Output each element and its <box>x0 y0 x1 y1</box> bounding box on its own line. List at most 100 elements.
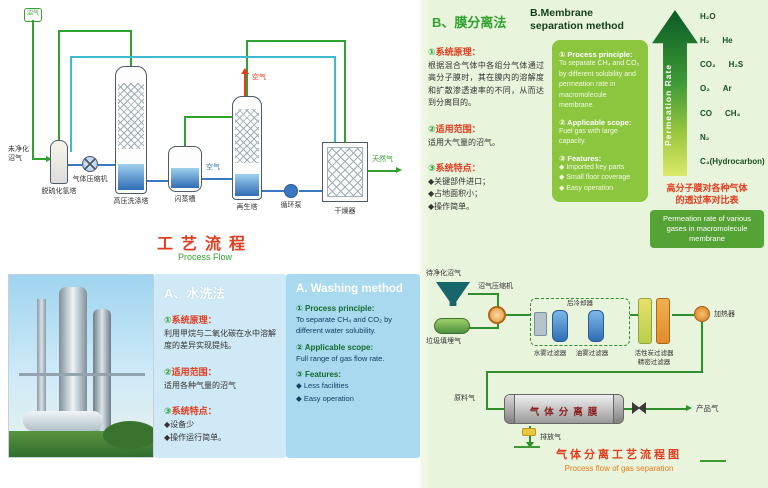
tower-packing <box>118 83 144 149</box>
heater-icon <box>694 306 710 322</box>
dryer-vessel <box>322 142 368 202</box>
membrane-zh-features: ③系统特点： ◆关键部件进口； ◆占地面积小； ◆操作简单。 <box>428 158 544 213</box>
pipe <box>147 180 168 182</box>
title-accent-line <box>700 460 726 462</box>
pipe <box>98 164 115 166</box>
section-heading: ① Process principle: <box>296 304 375 313</box>
section-body: 根据混合气体中各组分气体通过高分子膜时，其在膜内的溶解度和扩散渗透速率的不同，从… <box>428 61 544 108</box>
section-heading: 系统特点： <box>435 162 481 173</box>
membrane-title-zh: B、膜分离法 <box>432 15 507 30</box>
pipe <box>202 178 232 180</box>
air-blue-label: 空气 <box>206 164 220 171</box>
aftercooler-label: 后冷却器 <box>567 300 593 307</box>
feature-item: ◆操作简单。 <box>428 201 475 211</box>
gas-row: H₂O <box>700 12 766 21</box>
photo-bush <box>103 421 153 449</box>
gas-label: CO <box>700 108 712 118</box>
washing-section: A、水洗法 ①系统原理： 利用甲烷与二氧化碳在水中溶解度的差异实现提纯。 ②适用… <box>0 270 420 488</box>
pipe <box>262 190 284 192</box>
section-number: ① <box>428 47 436 57</box>
vent-arrow-icon <box>526 442 534 448</box>
circulation-pump-icon <box>284 184 298 198</box>
pipe <box>506 314 530 316</box>
oil-mist-filter-label: 油雾过滤器 <box>575 350 609 357</box>
photo-pipe-rack <box>19 373 145 376</box>
process-flow-panel: 沼气 未净化 沼气 脱硫化氢塔 气体压缩机 高压洗涤塔 闪蒸槽 空气 空气 再生… <box>0 0 420 270</box>
pipe <box>299 190 322 192</box>
gas-row: H₂ He <box>700 36 766 45</box>
plant-photo <box>8 274 154 458</box>
pipe <box>468 327 498 329</box>
tank-liquid <box>171 168 199 188</box>
fine-filter-label: 精密过滤器 <box>637 359 671 366</box>
gas-label: CH₄ <box>725 108 741 118</box>
air-arrow-icon <box>241 68 249 74</box>
section-heading: 系统特点： <box>171 406 217 417</box>
section-number: ② <box>164 366 172 377</box>
section-number: ② <box>428 123 436 134</box>
separation-flow-title-en: Process flow of gas separation <box>564 464 674 473</box>
section-body: Full range of gas flow rate. <box>296 353 385 363</box>
washing-zh-principle: ①系统原理： 利用甲烷与二氧化碳在水中溶解度的差异实现提纯。 <box>164 310 276 353</box>
section-heading: 系统原理： <box>435 47 481 57</box>
pipe <box>344 40 346 142</box>
pipe <box>672 314 694 316</box>
biogas-source-box: 沼气 <box>24 8 42 22</box>
permeation-axis-label: Permeation Rate <box>663 63 673 147</box>
flow-arrow-icon <box>46 156 52 162</box>
section-heading: ② Applicable scope: <box>296 342 374 352</box>
gas-label: H₂S <box>728 60 744 70</box>
section-heading: 系统原理： <box>171 315 217 325</box>
section-number: ③ <box>164 406 172 417</box>
pipe <box>58 30 131 32</box>
landfill-gas-tank <box>434 318 470 334</box>
gas-row: CO CH₄ <box>700 109 766 118</box>
pipe <box>70 56 72 152</box>
regeneration-tower-vessel <box>232 96 262 200</box>
gas-label: O₂ <box>700 84 710 94</box>
heater-label: 加热器 <box>714 311 735 318</box>
photo-column <box>37 299 46 431</box>
pipe <box>646 408 686 410</box>
photo-tower-main <box>59 287 87 431</box>
water-mist-filter-label: 水雾过滤器 <box>533 350 567 357</box>
section-heading: ① Process principle: <box>559 50 633 59</box>
vent-silencer-icon <box>522 428 536 436</box>
section-body: To separate CH₄ and CO₂ by different sol… <box>559 60 640 109</box>
gas-label: He <box>722 36 733 46</box>
section-heading: ③ Features: <box>559 153 602 163</box>
feed-gas-label: 原料气 <box>454 395 475 402</box>
section-body: 适用各种气量的沼气 <box>164 380 236 390</box>
compressor-icon <box>82 156 98 172</box>
tower-packing <box>235 109 259 163</box>
pipe <box>246 40 345 42</box>
photo-horizontal-vessel <box>23 411 103 431</box>
membrane-unit: 气体分离膜 <box>504 394 624 424</box>
dryer-mesh <box>327 147 363 197</box>
gas-hopper <box>436 282 470 306</box>
section-body: 适用大气量的沼气。 <box>428 137 500 147</box>
feature-item: ◆ Less facilities <box>296 380 349 390</box>
pipe <box>701 322 703 372</box>
circulation-pump-label: 循环泵 <box>280 202 302 209</box>
membrane-panel-zh: ①系统原理： 根据混合气体中各组分气体通过高分子膜时，其在膜内的溶解度和扩散渗透… <box>428 42 544 222</box>
section-heading: ③ Features: <box>296 369 342 379</box>
dryer-label: 干燥器 <box>334 208 356 215</box>
pipe <box>630 314 638 316</box>
wash-tower-label: 高压洗涤塔 <box>113 198 149 205</box>
desulfurizer-vessel <box>50 140 68 184</box>
washing-zh-features: ③系统特点： ◆设备少 ◆操作运行简单。 <box>164 401 276 444</box>
valve-icon <box>632 402 646 414</box>
section-body: Fuel gas with large capacity. <box>559 127 618 146</box>
air-red-label: 空气 <box>252 74 266 81</box>
compressor-label: 气体压缩机 <box>72 176 108 183</box>
pipe <box>58 30 60 140</box>
feature-item: ◆操作运行简单。 <box>164 432 227 442</box>
process-flow-title-en: Process Flow <box>177 252 232 262</box>
regeneration-tower-label: 再生塔 <box>236 204 258 211</box>
gas-label: H₂ <box>700 36 710 46</box>
washing-zh-scope: ②适用范围： 适用各种气量的沼气 <box>164 362 276 392</box>
